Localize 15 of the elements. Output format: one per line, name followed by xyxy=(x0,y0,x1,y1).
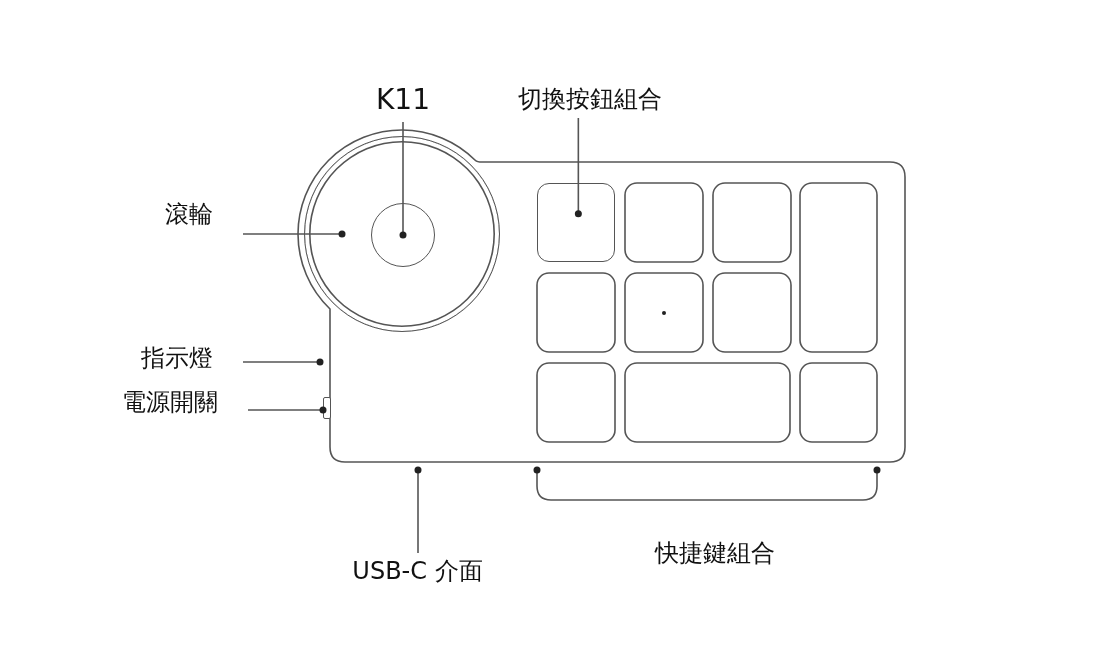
leader-line xyxy=(242,358,324,366)
key-button xyxy=(537,183,615,262)
group-label: 快捷鍵組合 xyxy=(653,538,776,569)
part-label: 指示燈 xyxy=(121,340,243,376)
leader-line xyxy=(247,406,327,414)
power-switch xyxy=(323,397,331,419)
part-label: 滾輪 xyxy=(150,196,243,232)
part-label: K11 xyxy=(373,78,433,122)
leader-line xyxy=(574,117,582,218)
part-label: 電源開關 xyxy=(100,384,248,420)
leader-line xyxy=(242,230,346,238)
leader-line xyxy=(399,121,407,239)
leader-line xyxy=(414,466,422,554)
part-label: USB-C 介面 xyxy=(335,553,500,589)
part-label: 切換按鈕組合 xyxy=(500,80,680,118)
